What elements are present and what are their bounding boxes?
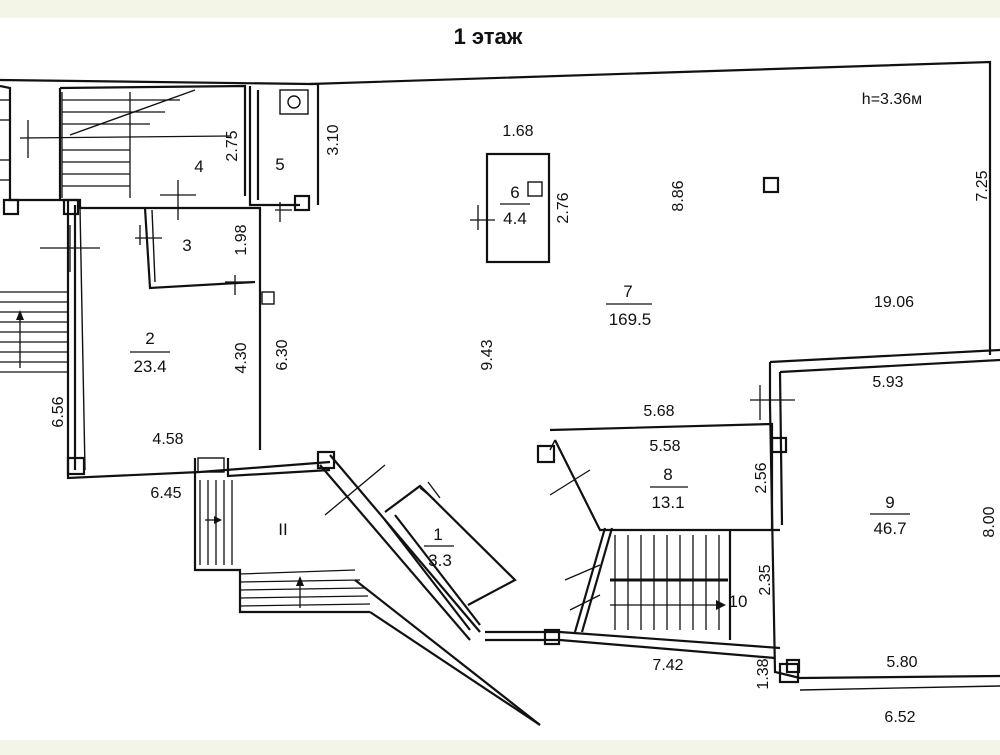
dim-19-06: 19.06 (874, 294, 914, 311)
dim-2-76: 2.76 (555, 192, 572, 223)
room-7-area: 169.5 (609, 310, 652, 329)
room-2-number: 2 (145, 329, 154, 348)
ceiling-height: h=3.36м (862, 91, 922, 108)
dim-1-68: 1.68 (502, 123, 533, 140)
dim-6-52: 6.52 (884, 709, 915, 726)
room-9-number: 9 (885, 493, 894, 512)
room-1-area: 3.3 (428, 551, 452, 570)
room-9-area: 46.7 (873, 519, 906, 538)
dim-9-43: 9.43 (479, 339, 496, 370)
room-8-number: 8 (663, 465, 672, 484)
room-5-number: 5 (275, 155, 284, 174)
dim-2-35: 2.35 (757, 564, 774, 595)
room-7-number: 7 (623, 282, 632, 301)
plan-title: 1 этаж (454, 24, 523, 49)
stairs-left (0, 291, 68, 373)
dim-7-42: 7.42 (652, 657, 683, 674)
dim-5-68: 5.68 (643, 403, 674, 420)
dim-1-38: 1.38 (755, 658, 772, 689)
plan-sheet (0, 18, 1000, 740)
stairs-room-10 (610, 535, 728, 630)
stair-label: II (278, 520, 287, 539)
room-1-number: 1 (433, 525, 442, 544)
dim-5-80: 5.80 (886, 654, 917, 671)
dim-5-93: 5.93 (872, 374, 903, 391)
dim-5-58: 5.58 (649, 438, 680, 455)
room-6-area: 4.4 (503, 209, 527, 228)
room-labels: 4 5 3 6 4.4 7 169.5 2 23.4 8 13.1 9 46.7… (130, 91, 922, 611)
room-6-number: 6 (510, 183, 519, 202)
interior-walls (2, 84, 801, 684)
dim-6-45: 6.45 (150, 485, 181, 502)
room-3-number: 3 (182, 236, 191, 255)
dim-6-56: 6.56 (50, 396, 67, 427)
dim-8-86: 8.86 (670, 180, 687, 211)
dim-2-56: 2.56 (753, 462, 770, 493)
dim-3-10: 3.10 (325, 124, 342, 155)
room-8-area: 13.1 (651, 493, 684, 512)
stairs-entrance (199, 480, 371, 608)
dim-6-30: 6.30 (274, 339, 291, 370)
dim-7-25: 7.25 (974, 170, 991, 201)
entrance-block (193, 454, 541, 726)
dim-4-30: 4.30 (233, 342, 250, 373)
dim-2-75: 2.75 (224, 130, 241, 161)
room-2-area: 23.4 (133, 357, 166, 376)
stairs-top-left (0, 92, 231, 198)
dim-8-00: 8.00 (981, 506, 998, 537)
room-4-number: 4 (194, 157, 203, 176)
dim-1-98: 1.98 (233, 224, 250, 255)
dim-4-58: 4.58 (152, 431, 183, 448)
door-marks (27, 120, 795, 611)
dimension-labels: 2.75 3.10 1.68 2.76 8.86 7.25 1.98 19.06… (50, 123, 998, 726)
room-10-number: 10 (729, 592, 748, 611)
